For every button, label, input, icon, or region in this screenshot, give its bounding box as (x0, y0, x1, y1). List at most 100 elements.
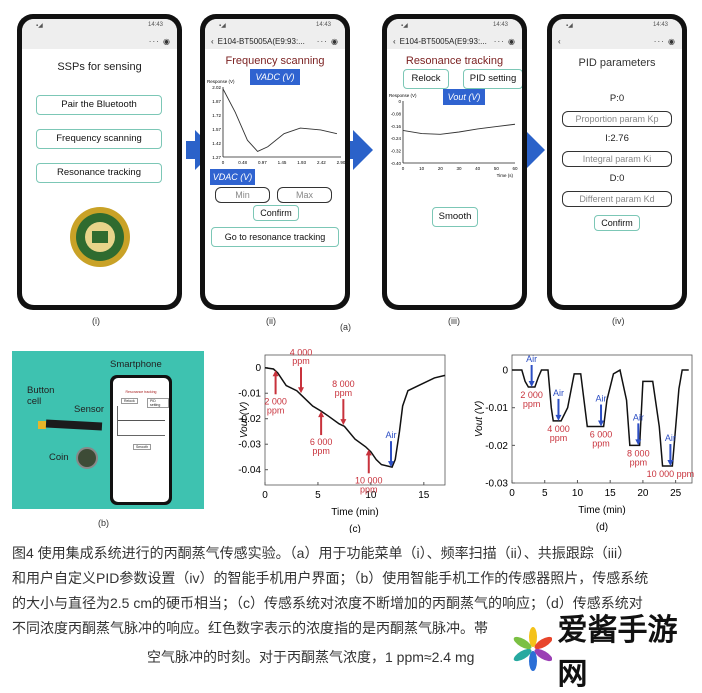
pair-bluetooth-button[interactable]: Pair the Bluetooth (36, 95, 162, 115)
phone-screen: ▪◢14:43 ‹E104-BT5005A(E9:93:... ··· ◉ Res… (387, 19, 522, 305)
annotation-label: 6 000 (310, 437, 333, 447)
annotation-arrowhead (598, 420, 605, 427)
y-axis-label: Vout (V) (239, 402, 250, 438)
vdac-label: VDAC (V) (210, 169, 255, 185)
x-tick-label: 0.48 (238, 160, 247, 165)
annotation-label: Air (596, 394, 607, 404)
phone-screen: ▪◢14:43 ‹··· ◉ PID parameters P:0 Propor… (552, 19, 682, 305)
x-tick-label: 0 (262, 490, 268, 501)
y-tick-label: 2.02 (212, 85, 221, 90)
back-icon[interactable]: ‹ (393, 36, 396, 46)
y-tick-label: -0.04 (238, 465, 261, 476)
status-bar: ▪◢14:43 (22, 19, 177, 33)
resonance-tracking-button[interactable]: Resonance tracking (36, 163, 162, 183)
back-icon[interactable]: ‹ (211, 36, 214, 46)
photo-relock: Relock (121, 398, 138, 404)
x-tick-label: 0 (509, 488, 515, 499)
caption-line: 不同浓度丙酮蒸气脉冲的响应。红色数字表示的浓度指的是丙酮蒸气脉冲。帯 (12, 620, 488, 636)
status-time: 14:43 (147, 22, 163, 28)
capsule-menu-icon[interactable]: ··· ◉ (493, 36, 516, 46)
y-tick-label: -0.02 (485, 441, 508, 452)
integral-param-input[interactable]: Integral param Ki (562, 151, 672, 167)
x-tick-label: 5 (315, 490, 321, 501)
confirm-button[interactable]: Confirm (253, 205, 299, 221)
smartphone-photo: Resonance tracking Relock PID setting Sm… (110, 375, 172, 505)
back-icon[interactable]: ‹ (558, 36, 561, 46)
button-cell (38, 421, 46, 429)
concentration-label: 8 000 (627, 448, 650, 458)
y-tick-label: -0.16 (391, 124, 402, 129)
capsule-menu-icon[interactable]: ··· ◉ (653, 36, 676, 46)
watermark-text: 爱酱手游网 (557, 614, 678, 691)
data-line (264, 367, 446, 469)
annotation-arrowhead (555, 414, 562, 421)
x-tick-label: 10 (419, 166, 425, 171)
status-bar: ▪◢14:43 (387, 19, 522, 33)
confirm-button[interactable]: Confirm (594, 215, 640, 231)
phone-screen: ▪◢14:43 ‹E104-BT5005A(E9:93:...··· ◉ Fre… (205, 19, 345, 305)
arrow-head (353, 130, 373, 170)
y-axis-label: Response (V) (207, 79, 235, 84)
x-tick-label: 20 (637, 488, 649, 499)
y-tick-label: 1.87 (212, 99, 221, 104)
frequency-scanning-button[interactable]: Frequency scanning (36, 129, 162, 149)
x-tick-label: 60 (512, 166, 518, 171)
x-tick-label: 15 (418, 490, 430, 501)
panel-label: (c) (349, 524, 361, 533)
annotation-label: Air (553, 388, 564, 398)
phone-frequency-scanning: ▪◢14:43 ‹E104-BT5005A(E9:93:...··· ◉ Fre… (200, 14, 350, 310)
concentration-label: ppm (592, 439, 610, 449)
concentration-label: 10 000 ppm (647, 469, 695, 479)
concentration-label: 4 000 (547, 424, 570, 434)
y-tick-label: -0.01 (238, 389, 261, 400)
annotation-label: 8 000 (332, 379, 355, 389)
y-tick-label: 0 (398, 99, 401, 104)
coin-label: Coin (49, 452, 69, 463)
device-name: E104-BT5005A(E9:93:... (217, 36, 305, 46)
sensor-label: Sensor (74, 404, 105, 415)
response-curve (222, 88, 338, 152)
y-tick-label: -0.08 (391, 111, 402, 116)
panel-label: (d) (596, 522, 608, 533)
annotation-label: ppm (312, 446, 330, 456)
y-tick-label: 0 (502, 366, 508, 377)
arrow-head (525, 130, 545, 170)
x-tick-label: 1.93 (297, 160, 306, 165)
annotation-arrowhead (272, 370, 279, 377)
go-to-resonance-tracking-button[interactable]: Go to resonance tracking (211, 227, 339, 247)
y-tick-label: -0.40 (391, 161, 402, 166)
device-name: E104-BT5005A(E9:93:... (399, 36, 487, 46)
x-tick-label: 20 (438, 166, 444, 171)
caption-line: 和用户自定义PID参数设置（iv）的智能手机用户界面；（b）使用智能手机工作的传… (12, 570, 649, 586)
annotation-label: Air (386, 430, 397, 440)
capsule-menu-icon[interactable]: ··· ◉ (148, 36, 171, 46)
x-axis-label: Time (s) (497, 173, 514, 178)
different-param-input[interactable]: Different param Kd (562, 191, 672, 207)
smooth-button[interactable]: Smooth (432, 207, 478, 227)
y-tick-label: -0.32 (391, 149, 402, 154)
x-tick-label: 25 (670, 488, 682, 499)
status-time: 14:43 (492, 22, 508, 28)
capsule-menu-icon[interactable]: ··· ◉ (316, 36, 339, 46)
proportion-param-input[interactable]: Proportion param Kp (562, 111, 672, 127)
smartphone-label: Smartphone (110, 359, 162, 370)
x-tick-label: 0.97 (258, 160, 267, 165)
y-axis-label: Vout (V) (474, 401, 485, 437)
photo-plot (117, 406, 165, 436)
x-tick-label: 40 (475, 166, 481, 171)
p-value: P:0 (609, 93, 625, 104)
screen-title: Resonance tracking (405, 55, 504, 67)
plot-frame (264, 354, 446, 486)
y-tick-label: 1.57 (212, 127, 221, 132)
x-tick-label: 0 (402, 166, 405, 171)
data-line (512, 368, 689, 467)
min-input[interactable]: Min (215, 187, 270, 203)
relock-button[interactable]: Relock (403, 69, 449, 89)
photo-pid: PID setting (147, 398, 169, 408)
phone-resonance-tracking: ▪◢14:43 ‹E104-BT5005A(E9:93:... ··· ◉ Res… (382, 14, 527, 310)
max-input[interactable]: Max (277, 187, 332, 203)
concentration-label: 6 000 (590, 430, 613, 440)
pid-setting-button[interactable]: PID setting (463, 69, 522, 89)
